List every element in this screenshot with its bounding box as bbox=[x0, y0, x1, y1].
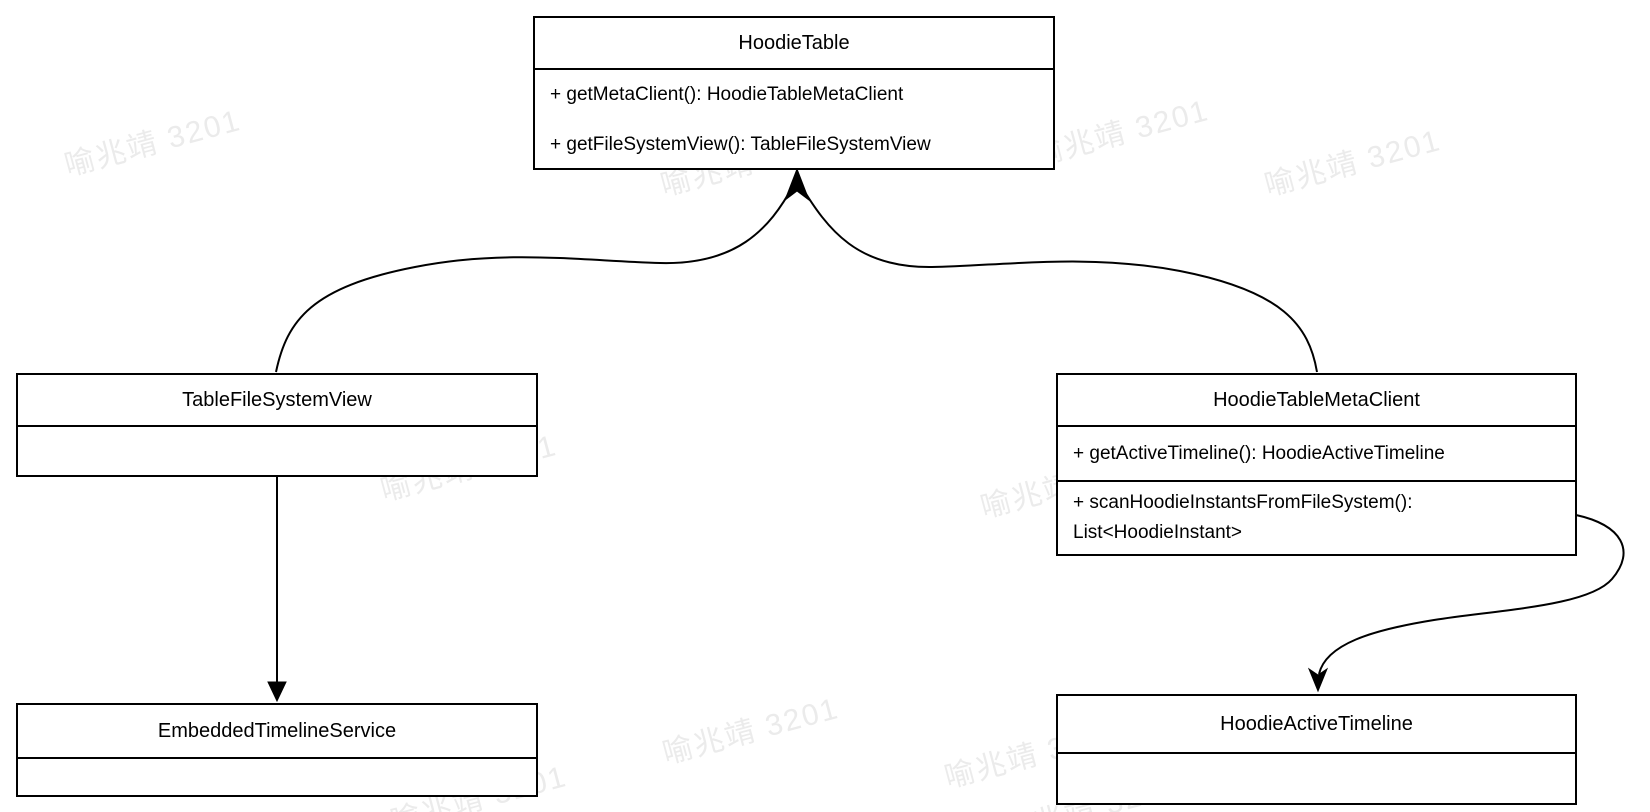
arrowhead-up-hoodietable bbox=[783, 167, 811, 202]
class-box-hoodie-table-meta-client: HoodieTableMetaClient + getActiveTimelin… bbox=[1056, 373, 1577, 556]
method-get-meta-client: + getMetaClient(): HoodieTableMetaClient bbox=[550, 84, 904, 105]
edge-hoodietablemetaclient-to-hoodieactivetimeline bbox=[1318, 514, 1625, 675]
class-title-embedded-timeline-service: EmbeddedTimelineService bbox=[157, 719, 397, 742]
arrowhead-down-embeddedtimelineservice bbox=[267, 681, 287, 703]
method-get-file-system-view: + getFileSystemView(): TableFileSystemVi… bbox=[550, 134, 931, 155]
class-methods-hoodie-table-meta-client-2: + scanHoodieInstantsFromFileSystem(): Li… bbox=[1058, 480, 1575, 554]
method-scan-hoodie-instants: + scanHoodieInstantsFromFileSystem(): Li… bbox=[1073, 492, 1413, 543]
class-body-empty-table-file-system-view bbox=[18, 425, 536, 475]
class-box-hoodie-active-timeline: HoodieActiveTimeline bbox=[1056, 694, 1577, 805]
class-title-hoodie-table: HoodieTable bbox=[738, 31, 850, 54]
class-box-table-file-system-view: TableFileSystemView bbox=[16, 373, 538, 477]
class-title-table-file-system-view: TableFileSystemView bbox=[182, 388, 372, 411]
class-title-hoodie-active-timeline: HoodieActiveTimeline bbox=[1220, 712, 1413, 735]
edge-hoodietablemetaclient-to-hoodietable bbox=[799, 183, 1318, 373]
class-title-hoodie-table-meta-client: HoodieTableMetaClient bbox=[1213, 388, 1420, 411]
class-body-empty-hoodie-active-timeline bbox=[1058, 752, 1575, 803]
class-methods-hoodie-table-meta-client: + getActiveTimeline(): HoodieActiveTimel… bbox=[1058, 425, 1575, 480]
class-box-hoodie-table: HoodieTable + getMetaClient(): HoodieTab… bbox=[533, 16, 1055, 170]
arrowhead-down-hoodieactivetimeline bbox=[1307, 667, 1329, 693]
class-body-empty-embedded-timeline-service bbox=[18, 757, 536, 795]
class-methods-hoodie-table: + getMetaClient(): HoodieTableMetaClient… bbox=[535, 68, 1053, 168]
edge-tablefilesystemview-to-hoodietable bbox=[275, 183, 795, 373]
class-box-embedded-timeline-service: EmbeddedTimelineService bbox=[16, 703, 538, 797]
method-get-active-timeline: + getActiveTimeline(): HoodieActiveTimel… bbox=[1073, 442, 1445, 464]
